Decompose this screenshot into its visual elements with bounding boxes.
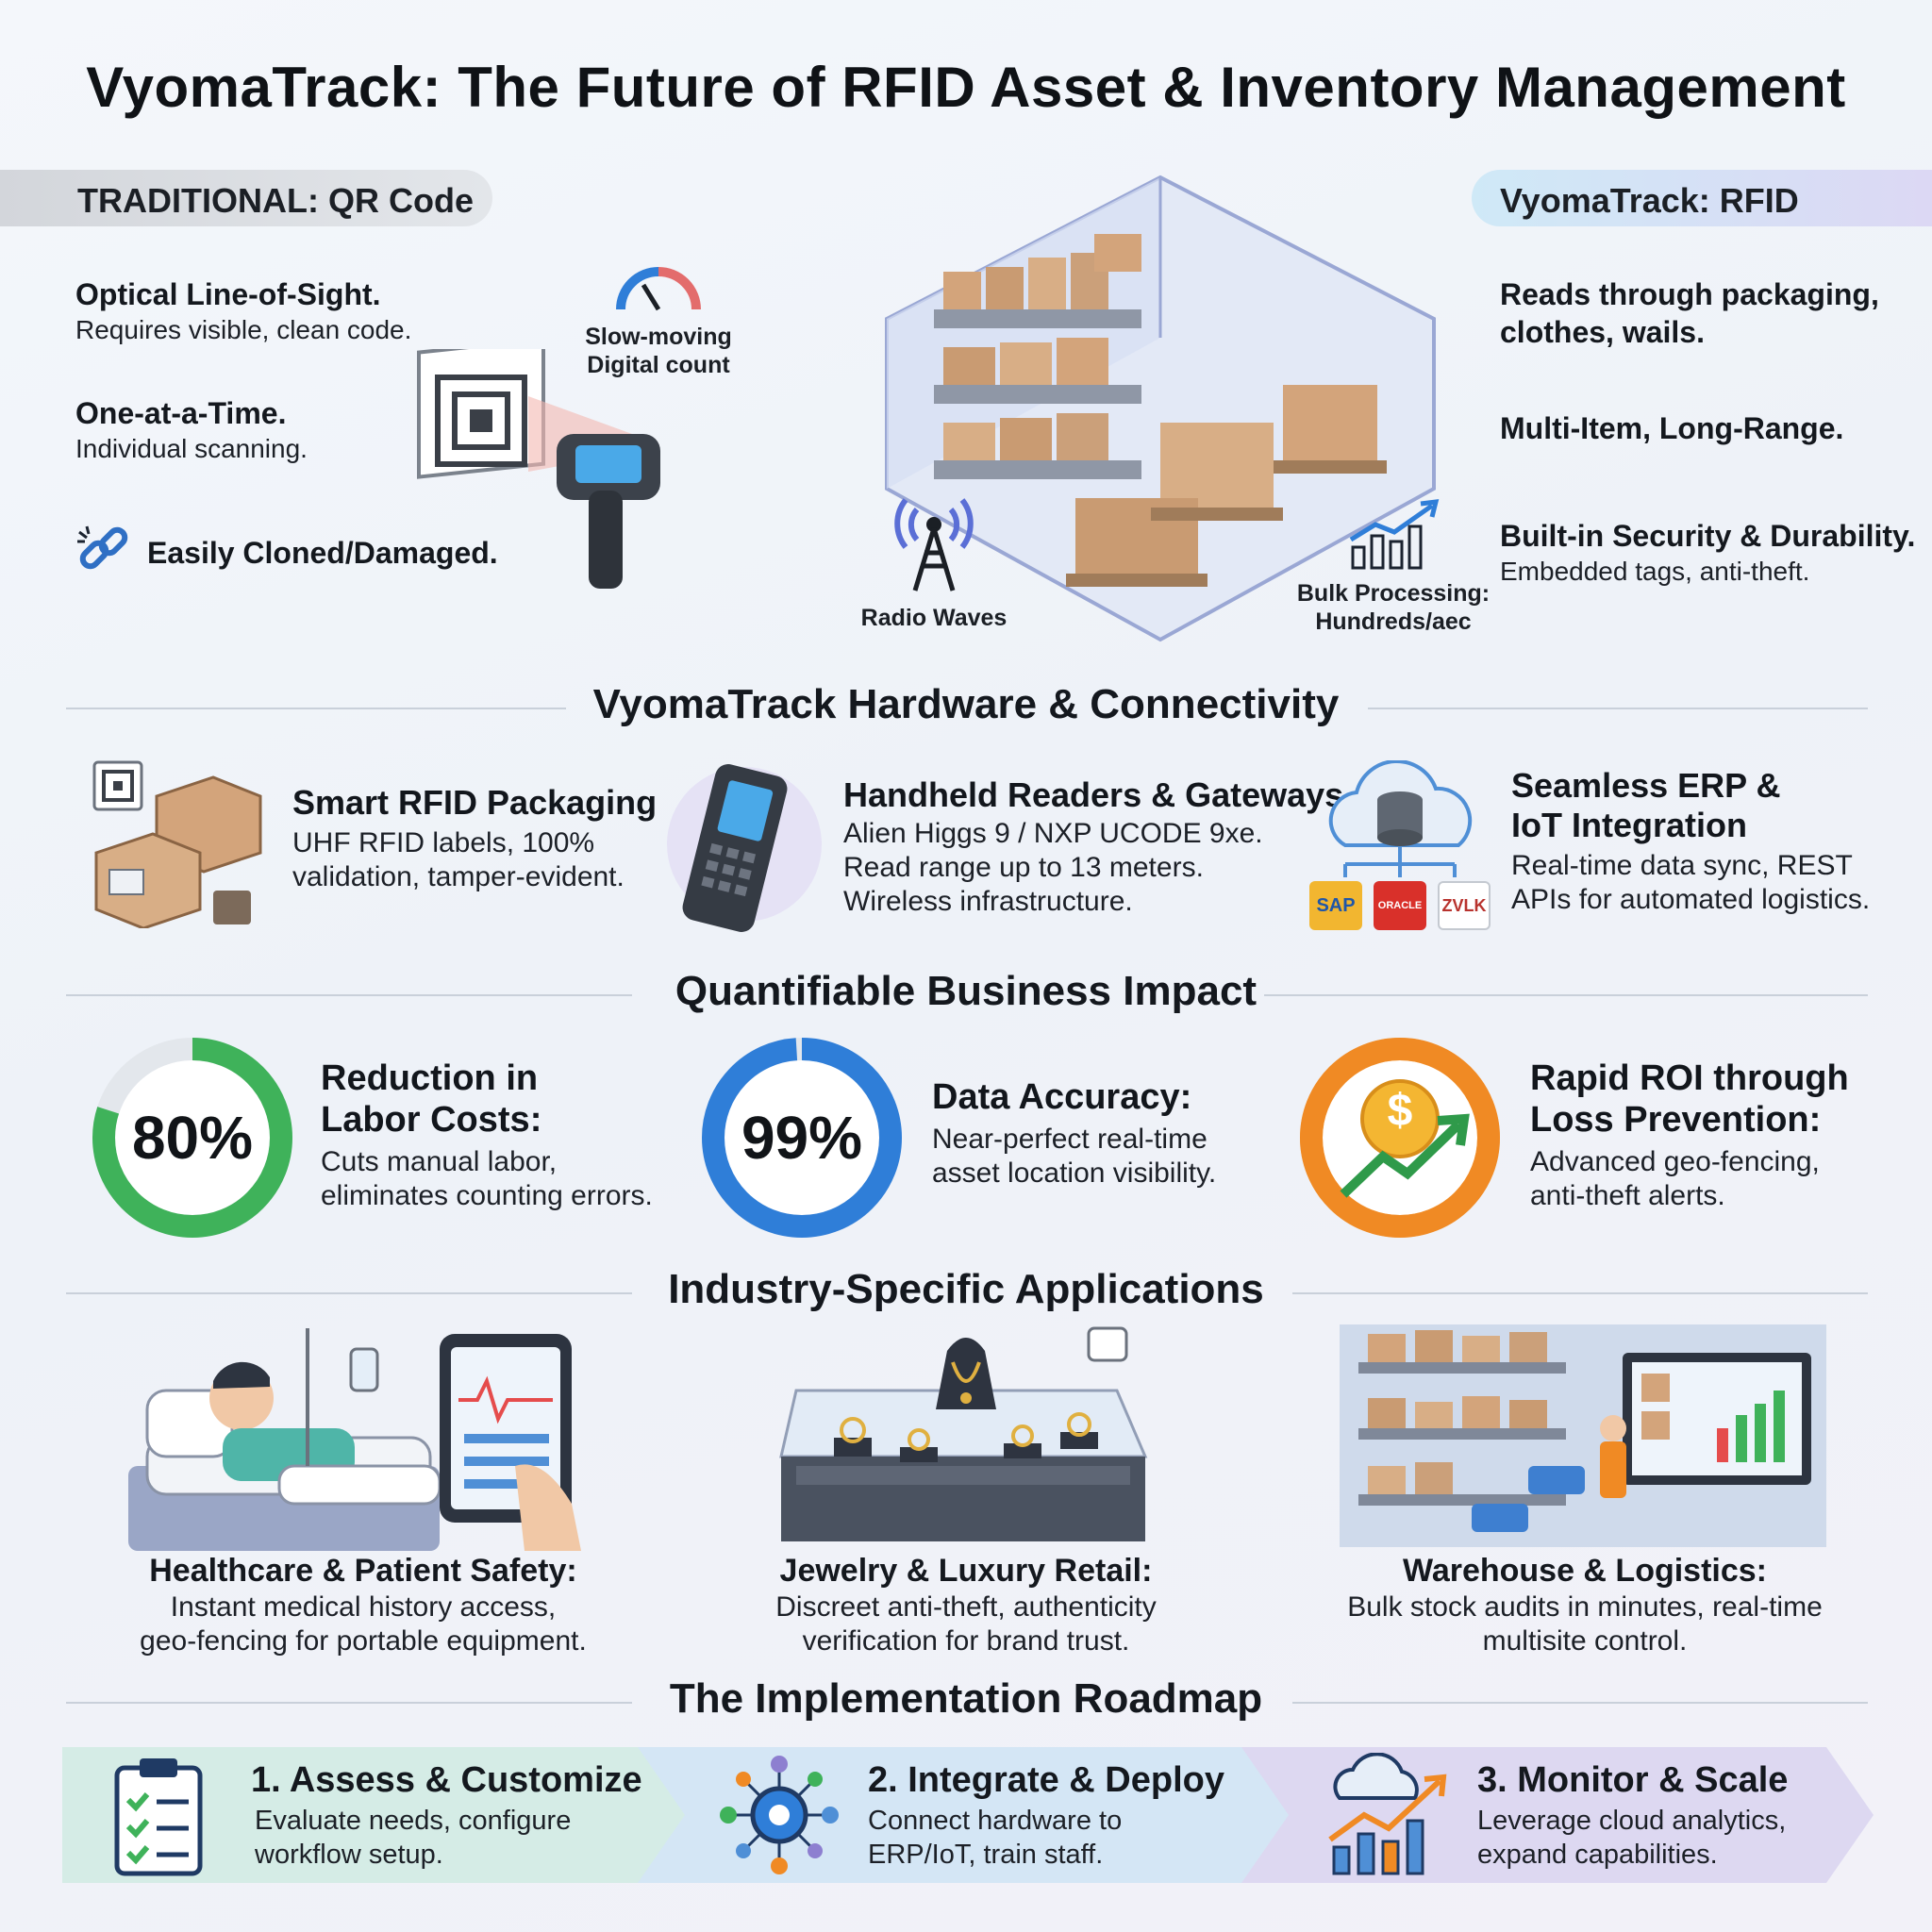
- rfid-item-3-heading: Built-in Security & Durability.: [1500, 519, 1916, 553]
- qr-item-2-text: Individual scanning.: [75, 434, 308, 463]
- hardware-1-heading: Smart RFID Packaging: [292, 783, 658, 822]
- impact-3-heading-1: Rapid ROI through: [1530, 1058, 1849, 1098]
- broken-link-icon: [77, 525, 128, 570]
- hardware-2-heading: Handheld Readers & Gateways: [843, 775, 1344, 814]
- oracle-logo: ORACLE: [1374, 881, 1426, 930]
- sap-logo: SAP: [1309, 881, 1362, 930]
- page-title: VyomaTrack: The Future of RFID Asset & I…: [86, 56, 1846, 119]
- impact-1-line-1: Cuts manual labor,: [321, 1146, 558, 1177]
- growth-chart-icon: [1349, 499, 1440, 570]
- impact-3-line-1: Advanced geo-fencing,: [1530, 1146, 1820, 1177]
- cloud-analytics-icon: [1328, 1753, 1447, 1875]
- app-1-line-1: Instant medical history access,: [170, 1591, 557, 1623]
- warehouse-illustration: [885, 175, 1436, 642]
- impact-2-heading: Data Accuracy:: [932, 1077, 1192, 1117]
- divider: [1292, 1292, 1868, 1294]
- divider: [66, 1702, 632, 1704]
- integration-gear-icon: [720, 1756, 839, 1874]
- rfid-packaging-icon: [92, 760, 262, 928]
- hardware-3-heading-2: IoT Integration: [1511, 806, 1747, 844]
- jewelry-display-illustration: [779, 1326, 1148, 1541]
- cloud-database-icon: [1328, 760, 1473, 877]
- app-2-heading: Jewelry & Luxury Retail:: [779, 1553, 1153, 1589]
- impact-1-line-2: eliminates counting errors.: [321, 1180, 653, 1211]
- rfid-item-3-text: Embedded tags, anti-theft.: [1500, 557, 1810, 586]
- impact-3-heading-2: Loss Prevention:: [1530, 1100, 1822, 1140]
- dollar-icon: $: [1387, 1086, 1413, 1136]
- qr-code-icon: [417, 349, 545, 479]
- impact-3-line-2: anti-theft alerts.: [1530, 1180, 1725, 1211]
- rfid-item-1-heading: Reads through packaging, clothes, wails.: [1500, 277, 1879, 349]
- hardware-2-line-3: Wireless infrastructure.: [843, 886, 1133, 917]
- clipboard-checklist-icon: [114, 1758, 203, 1876]
- healthcare-illustration: [128, 1328, 581, 1551]
- roadmap-step-2-line-2: ERP/IoT, train staff.: [868, 1840, 1104, 1870]
- traditional-label: TRADITIONAL: QR Code: [0, 170, 492, 226]
- impact-2-line-2: asset location visibility.: [932, 1158, 1217, 1189]
- roadmap-step-1-heading: 1. Assess & Customize: [251, 1760, 642, 1800]
- labor-cost-value: 80%: [131, 1104, 254, 1172]
- roadmap-step-1-line-1: Evaluate needs, configure: [255, 1806, 572, 1836]
- qr-item-3-heading: Easily Cloned/Damaged.: [147, 536, 498, 570]
- hardware-2-line-2: Read range up to 13 meters.: [843, 852, 1204, 883]
- impact-1-heading-1: Reduction in: [321, 1058, 539, 1098]
- impact-1-heading-2: Labor Costs:: [321, 1100, 542, 1140]
- bulk-label-2: Hundreds/aec: [1315, 608, 1472, 635]
- labor-cost-ring: [92, 1038, 292, 1238]
- app-3-line-1: Bulk stock audits in minutes, real-time: [1347, 1591, 1823, 1623]
- roi-ring: [1300, 1038, 1500, 1238]
- app-3-line-2: multisite control.: [1482, 1625, 1688, 1657]
- hardware-2-line-1: Alien Higgs 9 / NXP UCODE 9xe.: [843, 818, 1263, 849]
- roadmap-section-title: The Implementation Roadmap: [669, 1675, 1263, 1722]
- impact-section-title: Quantifiable Business Impact: [675, 968, 1257, 1014]
- impact-2-line-1: Near-perfect real-time: [932, 1124, 1208, 1155]
- bulk-label-1: Bulk Processing:: [1296, 580, 1491, 607]
- rfid-label: VyomaTrack: RFID: [1472, 170, 1932, 226]
- roadmap-step-2-line-1: Connect hardware to: [868, 1806, 1123, 1836]
- divider: [1368, 708, 1868, 709]
- divider: [66, 994, 632, 996]
- gauge-label-2: Digital count: [587, 352, 730, 378]
- gauge-label-1: Slow-moving: [585, 324, 732, 350]
- app-1-heading: Healthcare & Patient Safety:: [149, 1553, 577, 1589]
- erp-logo: ZVLK: [1438, 881, 1491, 930]
- divider: [66, 1292, 632, 1294]
- qr-item-1-text: Requires visible, clean code.: [75, 315, 412, 344]
- speed-gauge-icon: [616, 267, 701, 311]
- divider: [66, 708, 566, 709]
- roadmap-step-3-line-1: Leverage cloud analytics,: [1477, 1806, 1787, 1836]
- hardware-3-line-2: APIs for automated logistics.: [1511, 884, 1871, 915]
- hardware-1-line-1: UHF RFID labels, 100%: [292, 827, 595, 858]
- warehouse-logistics-illustration: [1340, 1324, 1826, 1547]
- applications-section-title: Industry-Specific Applications: [668, 1266, 1264, 1312]
- radio-tower-icon: [894, 498, 974, 591]
- roadmap-step-2-heading: 2. Integrate & Deploy: [868, 1760, 1224, 1800]
- app-3-heading: Warehouse & Logistics:: [1402, 1553, 1768, 1589]
- hardware-3-line-1: Real-time data sync, REST: [1511, 850, 1853, 881]
- roadmap-step-1-line-2: workflow setup.: [255, 1840, 443, 1870]
- roadmap-step-3-line-2: expand capabilities.: [1477, 1840, 1718, 1870]
- divider: [1292, 1702, 1868, 1704]
- hardware-3-heading-1: Seamless ERP &: [1511, 766, 1781, 805]
- hardware-section-title: VyomaTrack Hardware & Connectivity: [592, 681, 1340, 727]
- app-2-line-2: verification for brand trust.: [802, 1625, 1130, 1657]
- app-1-line-2: geo-fencing for portable equipment.: [140, 1625, 587, 1657]
- roadmap-arrows: [62, 1747, 1874, 1883]
- divider: [1264, 994, 1868, 996]
- radio-waves-label: Radio Waves: [860, 605, 1008, 631]
- qr-item-2-heading: One-at-a-Time.: [75, 396, 287, 430]
- hardware-1-line-2: validation, tamper-evident.: [292, 861, 625, 892]
- roadmap-step-3-heading: 3. Monitor & Scale: [1477, 1760, 1789, 1800]
- rfid-item-2-heading: Multi-Item, Long-Range.: [1500, 411, 1844, 445]
- handheld-reader-icon: [667, 764, 822, 932]
- data-accuracy-value: 99%: [741, 1104, 863, 1172]
- qr-item-1-heading: Optical Line-of-Sight.: [75, 277, 381, 311]
- barcode-scanner-icon: [557, 434, 660, 589]
- app-2-line-1: Discreet anti-theft, authenticity: [775, 1591, 1157, 1623]
- data-accuracy-ring: [702, 1038, 902, 1238]
